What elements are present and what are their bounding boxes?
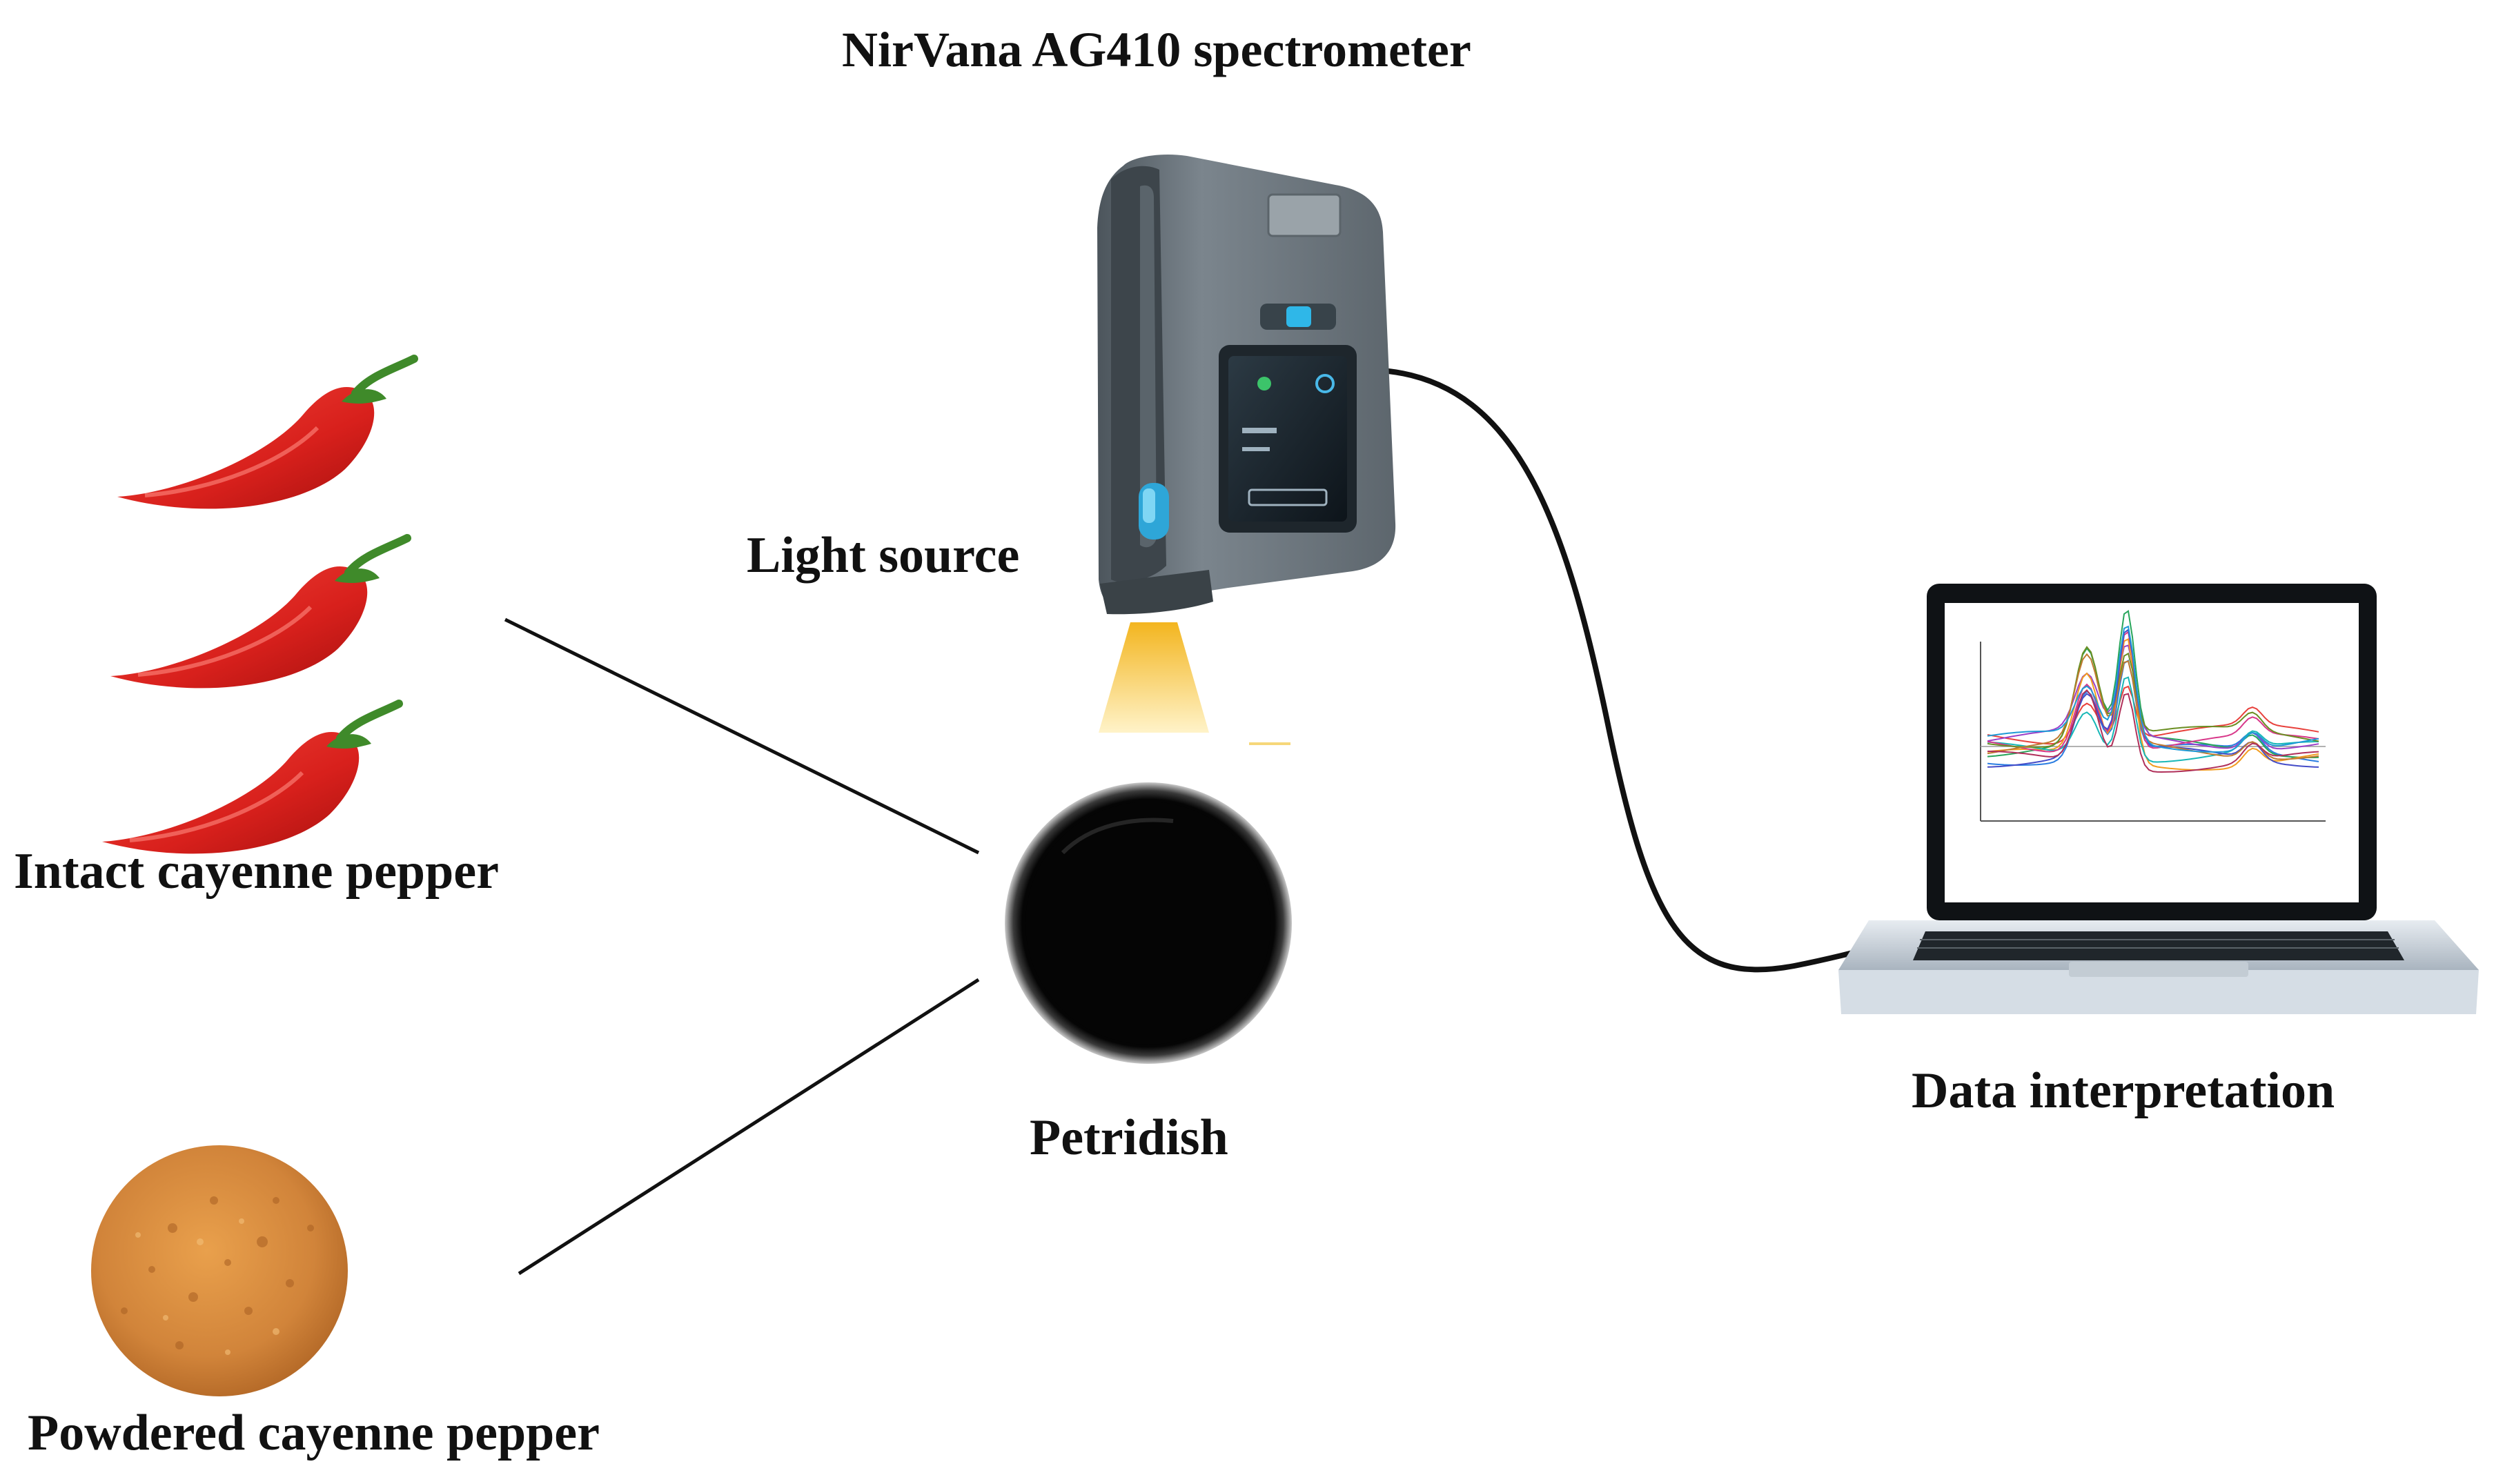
handheld-spectrometer-icon <box>1097 154 1396 615</box>
spectrum-line <box>1987 689 2319 773</box>
spectrum-line <box>1987 631 2319 753</box>
spectrum-plot <box>1980 609 2326 822</box>
chili-pepper-icon <box>102 700 403 854</box>
cable <box>1386 368 1928 973</box>
spectrometer-title: NirVana AG410 spectrometer <box>842 22 1471 77</box>
connector-line-powder <box>518 978 980 1276</box>
spectrum-line <box>1987 646 2319 748</box>
laptop-icon <box>1838 584 2479 1014</box>
data-interpretation-label: Data interpretation <box>1912 1062 2335 1119</box>
light-source-label: Light source <box>747 527 1020 584</box>
pepper-powder-pile-icon <box>91 1145 348 1396</box>
spectrum-line <box>1987 676 2319 763</box>
petri-dish-icon <box>1005 782 1292 1064</box>
powdered-pepper-label: Powdered cayenne pepper <box>28 1405 600 1461</box>
chili-pepper-icon <box>110 534 411 689</box>
spectrum-line <box>1987 625 2319 753</box>
connector-line-intact <box>504 617 980 855</box>
light-beam <box>1099 622 1209 733</box>
petridish-label: Petridish <box>1030 1109 1228 1166</box>
chili-pepper-icon <box>117 355 418 509</box>
intact-pepper-label: Intact cayenne pepper <box>14 843 499 900</box>
